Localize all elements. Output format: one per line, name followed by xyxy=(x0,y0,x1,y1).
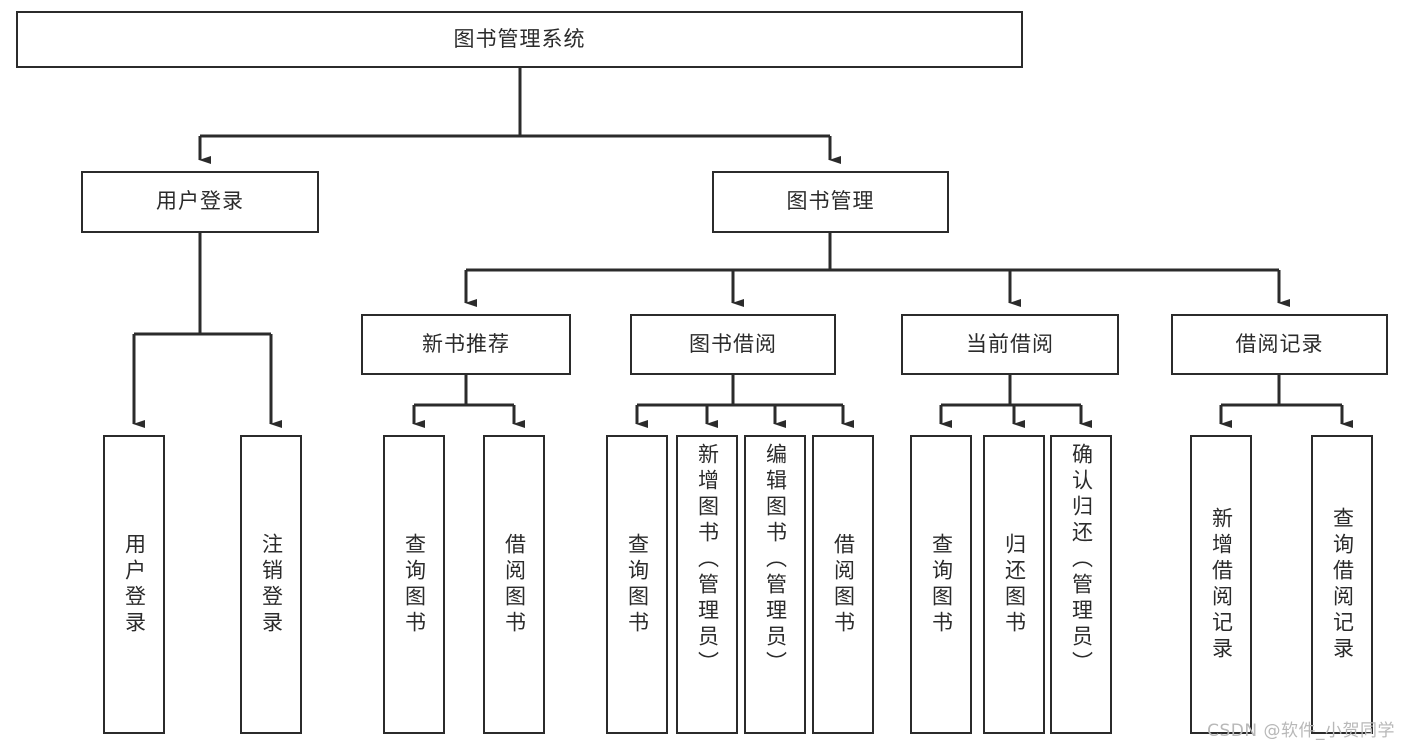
node-leaf-query-book-b-label: 查询图书 xyxy=(625,532,650,637)
node-leaf-borrow-book-a[interactable]: 借阅图书 xyxy=(483,435,545,734)
node-leaf-query-borrow-record[interactable]: 查询借阅记录 xyxy=(1311,435,1373,734)
node-user-login-label: 用户登录 xyxy=(156,189,244,214)
node-book-management-label: 图书管理 xyxy=(786,189,875,214)
node-new-book-recommend[interactable]: 新书推荐 xyxy=(361,314,571,375)
node-leaf-add-book-admin[interactable]: 新增图书（管理员） xyxy=(676,435,738,734)
node-new-book-recommend-label: 新书推荐 xyxy=(422,331,510,356)
node-current-borrow[interactable]: 当前借阅 xyxy=(901,314,1119,375)
node-leaf-query-book-c[interactable]: 查询图书 xyxy=(910,435,972,734)
node-leaf-return-book[interactable]: 归还图书 xyxy=(983,435,1045,734)
node-root-label: 图书管理系统 xyxy=(453,26,586,51)
node-leaf-edit-book-admin[interactable]: 编辑图书（管理员） xyxy=(744,435,806,734)
node-leaf-add-book-admin-label: 新增图书（管理员） xyxy=(695,443,720,677)
node-leaf-borrow-book-b[interactable]: 借阅图书 xyxy=(812,435,874,734)
node-leaf-query-book-a[interactable]: 查询图书 xyxy=(383,435,445,734)
node-leaf-logout[interactable]: 注销登录 xyxy=(240,435,302,734)
node-leaf-user-login[interactable]: 用户登录 xyxy=(103,435,165,734)
node-leaf-confirm-return-admin-label: 确认归还（管理员） xyxy=(1069,443,1094,677)
node-leaf-borrow-book-a-label: 借阅图书 xyxy=(502,532,527,637)
node-borrow-record-label: 借阅记录 xyxy=(1235,331,1324,356)
node-current-borrow-label: 当前借阅 xyxy=(966,331,1054,356)
node-leaf-return-book-label: 归还图书 xyxy=(1002,532,1027,637)
node-book-borrow-label: 图书借阅 xyxy=(689,331,777,356)
node-leaf-query-book-b[interactable]: 查询图书 xyxy=(606,435,668,734)
node-user-login[interactable]: 用户登录 xyxy=(81,171,319,233)
node-leaf-query-book-a-label: 查询图书 xyxy=(402,532,427,637)
node-leaf-confirm-return-admin[interactable]: 确认归还（管理员） xyxy=(1050,435,1112,734)
node-leaf-query-borrow-record-label: 查询借阅记录 xyxy=(1330,506,1355,663)
node-borrow-record[interactable]: 借阅记录 xyxy=(1171,314,1388,375)
node-leaf-add-borrow-record-label: 新增借阅记录 xyxy=(1209,506,1234,663)
node-root[interactable]: 图书管理系统 xyxy=(16,11,1023,68)
node-leaf-edit-book-admin-label: 编辑图书（管理员） xyxy=(763,443,788,677)
node-leaf-query-book-c-label: 查询图书 xyxy=(929,532,954,637)
node-leaf-logout-label: 注销登录 xyxy=(259,532,284,637)
node-leaf-add-borrow-record[interactable]: 新增借阅记录 xyxy=(1190,435,1252,734)
node-leaf-user-login-label: 用户登录 xyxy=(122,532,147,637)
node-book-borrow[interactable]: 图书借阅 xyxy=(630,314,836,375)
node-leaf-borrow-book-b-label: 借阅图书 xyxy=(831,532,856,637)
node-book-management[interactable]: 图书管理 xyxy=(712,171,949,233)
